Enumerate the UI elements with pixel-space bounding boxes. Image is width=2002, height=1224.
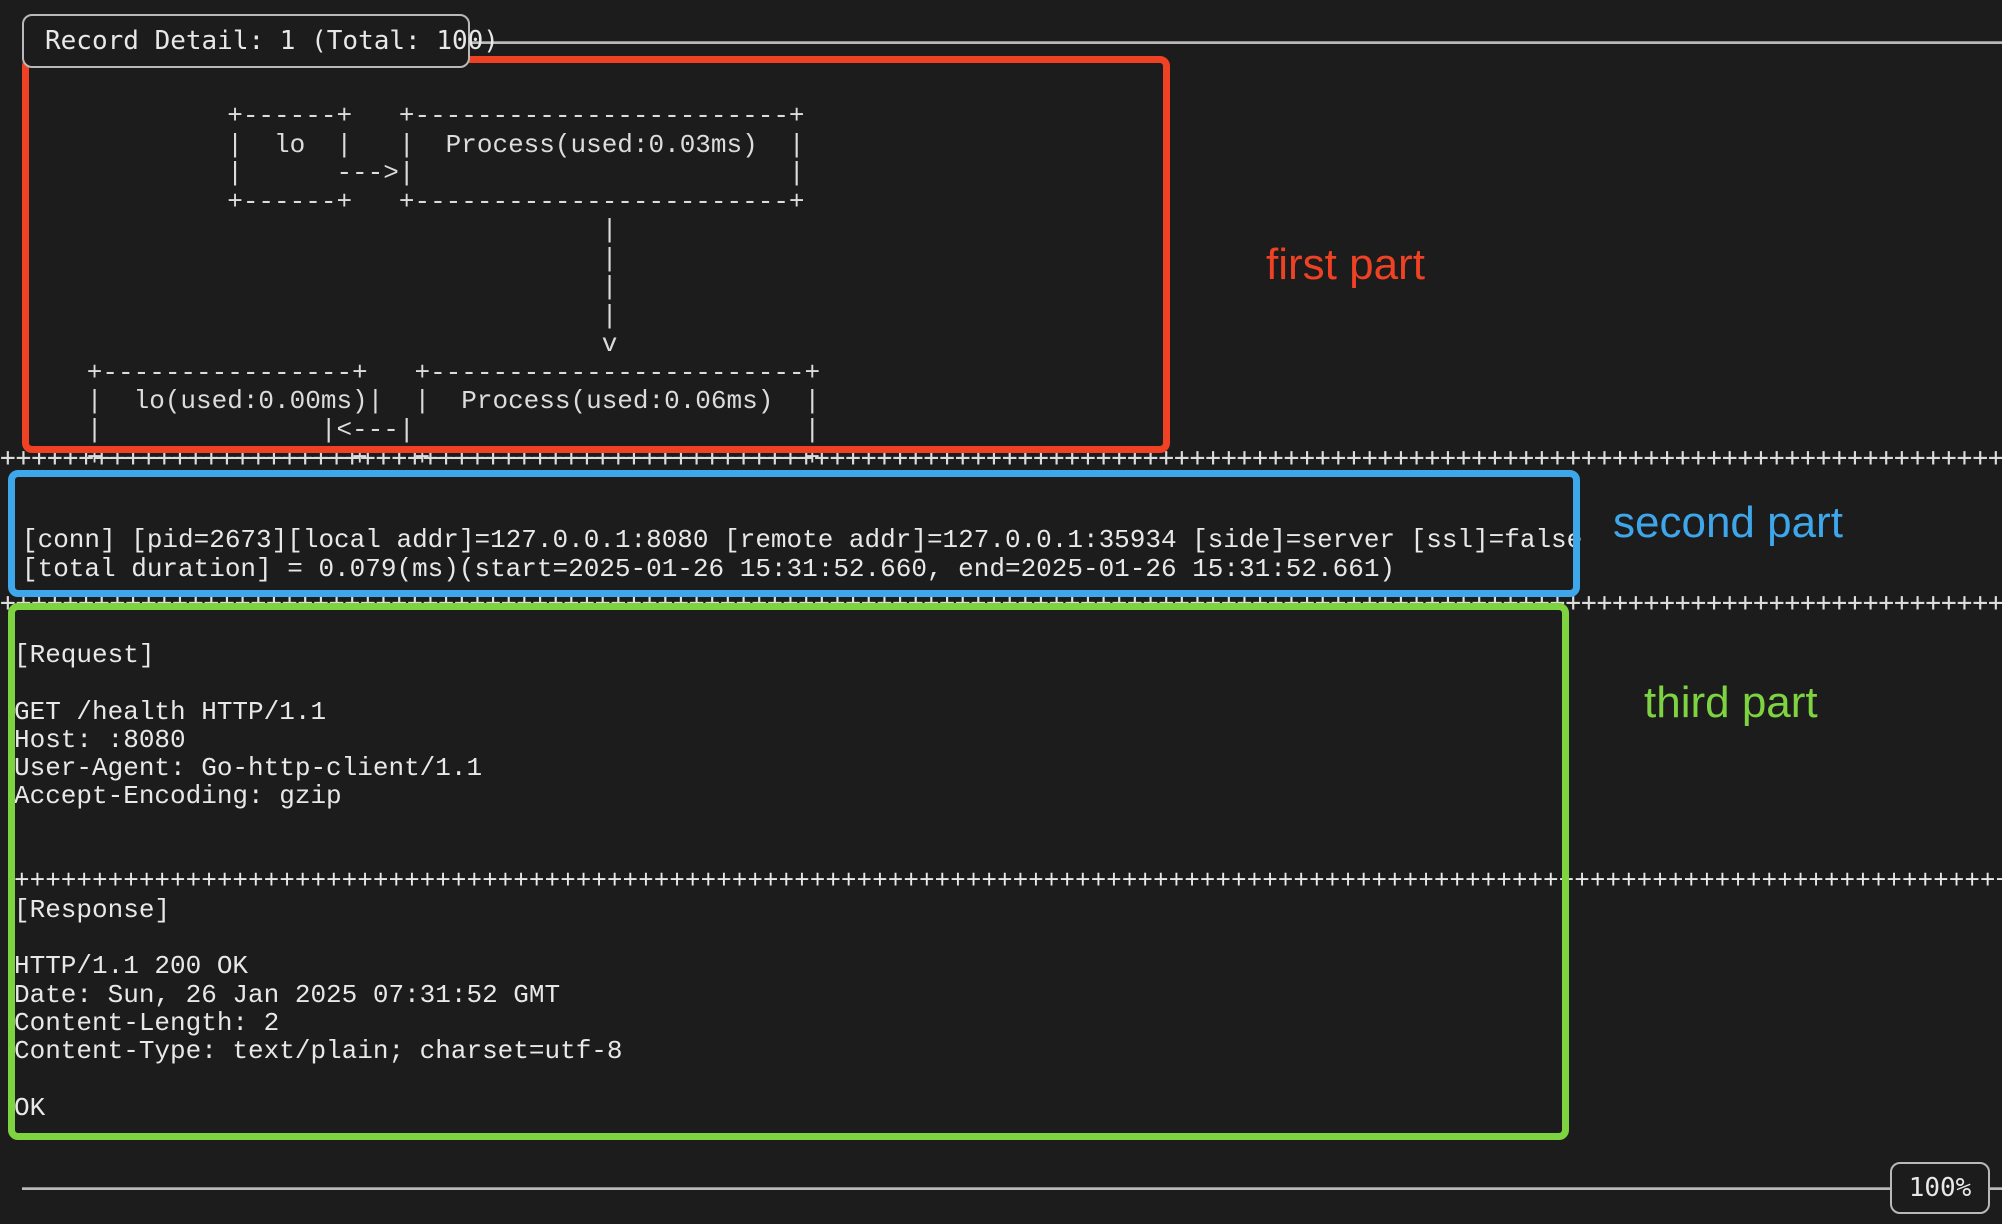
request-line-4: Accept-Encoding: gzip: [14, 781, 342, 812]
request-heading: [Request]: [14, 640, 155, 670]
response-heading: [Response]: [14, 894, 171, 925]
separator-plus-rule-1: ++++++++++++++++++++++++++++++++++++++++…: [0, 445, 2002, 471]
ascii-flow-diagram: +------+ +------------------------+ | lo…: [86, 101, 821, 473]
response-line-3: Content-Length: 2: [14, 1007, 280, 1038]
response-line-4: Content-Type: text/plain; charset=utf-8: [14, 1036, 623, 1067]
request-line-3: User-Agent: Go-http-client/1.1: [14, 753, 483, 784]
record-detail-title-tab[interactable]: Record Detail: 1 (Total: 100): [22, 14, 499, 68]
conn-line-1: [conn] [pid=2673][local addr]=127.0.0.1:…: [22, 525, 1583, 555]
connection-summary: [conn] [pid=2673][local addr]=127.0.0.1:…: [22, 526, 1582, 584]
request-line-2: Host: :8080: [14, 724, 186, 755]
conn-line-2: [total duration] = 0.079(ms)(start=2025-…: [22, 554, 1396, 584]
separator-plus-rule-2: ++++++++++++++++++++++++++++++++++++++++…: [0, 590, 2002, 616]
http-exchange: [Request] GET /health HTTP/1.1 Host: :80…: [14, 641, 2002, 1122]
pane-bottom-border: [22, 1187, 2002, 1190]
page-title: Record Detail: 1 (Total: 100): [45, 26, 499, 56]
zoom-level-label: 100%: [1908, 1173, 1972, 1203]
request-line-1: GET /health HTTP/1.1: [14, 696, 327, 727]
separator-plus-rule-3: ++++++++++++++++++++++++++++++++++++++++…: [14, 867, 2002, 896]
response-line-2: Date: Sun, 26 Jan 2025 07:31:52 GMT: [14, 979, 561, 1010]
response-body: OK: [14, 1092, 46, 1123]
pane-top-border: [470, 41, 2002, 44]
zoom-level-tab[interactable]: 100%: [1890, 1162, 1990, 1214]
response-line-1: HTTP/1.1 200 OK: [14, 951, 249, 982]
